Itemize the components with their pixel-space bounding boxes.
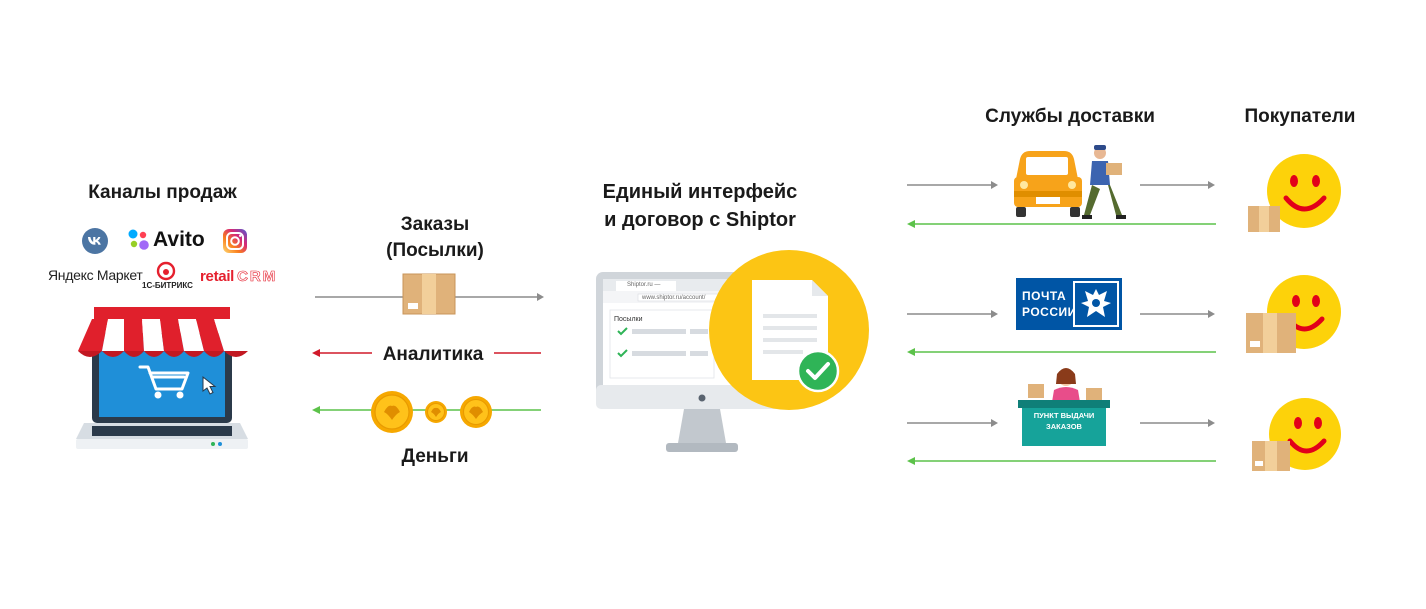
russian-post-logo: ПОЧТА РОССИИ — [1016, 278, 1122, 330]
laptop-shop-illustration — [76, 307, 248, 449]
orders-label: Заказы (Посылки) — [386, 214, 484, 261]
analytics-arrow-left — [312, 349, 372, 357]
instagram-logo-icon — [223, 229, 247, 253]
row1-arrow-to-delivery — [907, 181, 998, 189]
sales-channels-title: Каналы продаж — [88, 182, 237, 203]
courier-car-illustration — [1014, 145, 1126, 219]
row2-return-arrow — [907, 348, 1216, 356]
vk-logo-icon — [82, 228, 108, 254]
pickup-point-sign-line1: ПУНКТ ВЫДАЧИ — [1033, 411, 1095, 420]
retailcrm-logo-retail: retail — [200, 268, 235, 285]
bitrix-logo-text: 1С-БИТРИКС — [142, 281, 193, 290]
analytics-arrow-right-segment — [494, 352, 541, 354]
row3-return-arrow — [907, 457, 1216, 465]
pickup-point-illustration — [1018, 368, 1110, 446]
russian-post-logo-line1: ПОЧТА — [1022, 289, 1067, 303]
browser-url: www.shiptor.ru/account/ — [642, 295, 706, 301]
browser-tab-title: Shiptor.ru — — [627, 282, 661, 288]
avito-logo-icon — [128, 229, 149, 250]
coins-icon — [371, 391, 492, 433]
avito-logo-text: Avito — [153, 228, 205, 251]
analytics-label: Аналитика — [382, 344, 484, 365]
yandex-market-logo-text: Яндекс Маркет — [48, 267, 143, 283]
buyer2-smiley-icon — [1246, 275, 1341, 353]
buyers-title: Покупатели — [1244, 106, 1356, 127]
row1-arrow-to-buyer — [1140, 181, 1215, 189]
money-label: Деньги — [401, 446, 469, 467]
contract-document-icon — [709, 250, 869, 410]
retailcrm-logo-crm: CRM — [237, 268, 278, 286]
delivery-services-title: Службы доставки — [985, 106, 1155, 127]
shiptor-title: Единый интерфейс и договор с Shiptor — [602, 181, 798, 231]
russian-post-logo-line2: РОССИИ — [1022, 305, 1077, 319]
buyer3-smiley-icon — [1252, 398, 1341, 471]
check-circle-icon — [796, 349, 840, 393]
pickup-point-sign: ПУНКТ ВЫДАЧИ ЗАКАЗОВ — [1022, 411, 1106, 433]
eagle-emblem-icon — [1073, 281, 1119, 327]
row3-arrow-to-buyer — [1140, 419, 1215, 427]
parcel-box-icon — [402, 273, 456, 315]
pickup-point-sign-line2: ЗАКАЗОВ — [1046, 421, 1082, 431]
browser-section-heading: Посылки — [614, 316, 643, 323]
buyer1-smiley-icon — [1248, 154, 1341, 232]
row3-arrow-to-delivery — [907, 419, 998, 427]
row2-arrow-to-delivery — [907, 310, 998, 318]
bitrix-logo-icon — [156, 261, 176, 281]
row2-arrow-to-buyer — [1140, 310, 1215, 318]
row1-return-arrow — [907, 220, 1216, 228]
